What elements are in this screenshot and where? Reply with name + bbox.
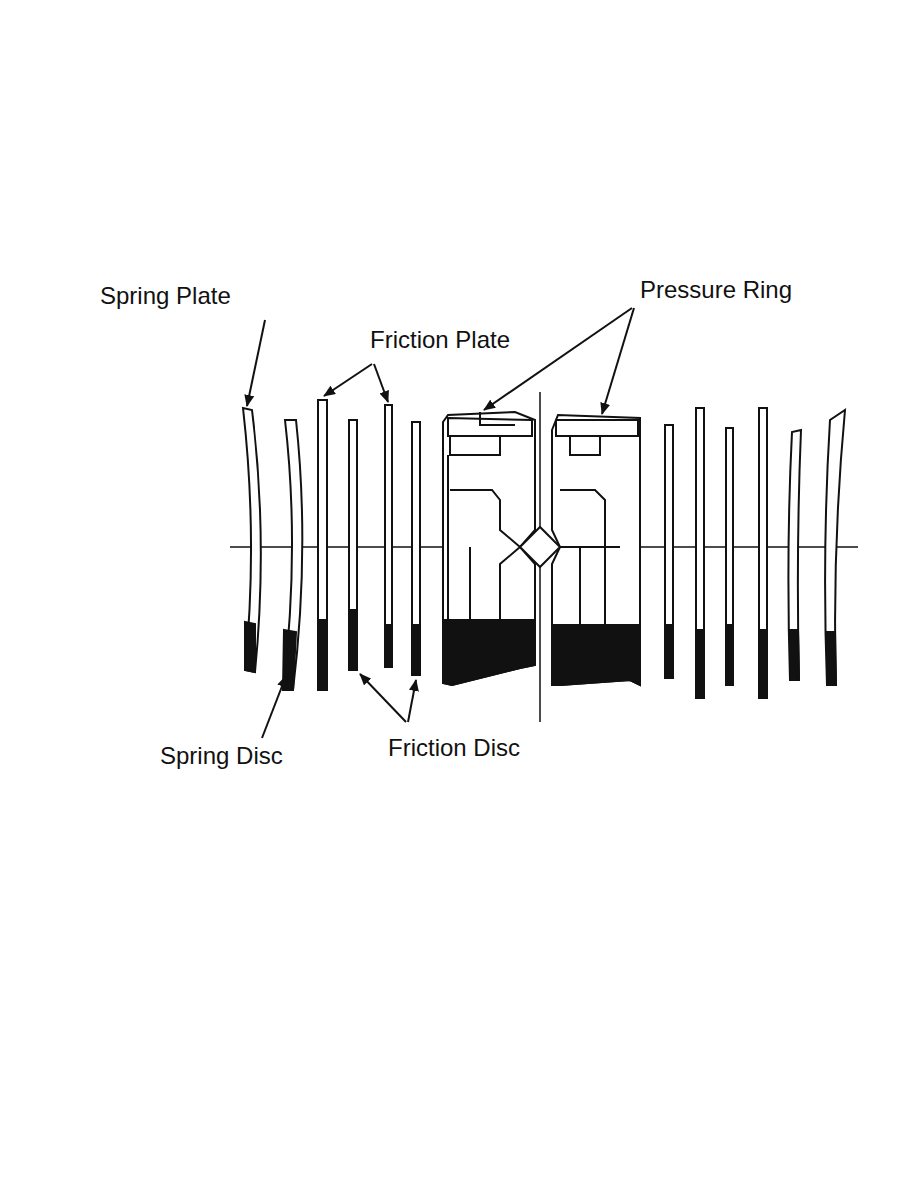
part-label: Spring Plate [98, 282, 233, 310]
part-label: Pressure Ring [638, 276, 794, 304]
part-label: Friction Disc [386, 734, 522, 762]
part-label: Spring Disc [158, 742, 285, 770]
part-label: Friction Plate [368, 326, 512, 354]
